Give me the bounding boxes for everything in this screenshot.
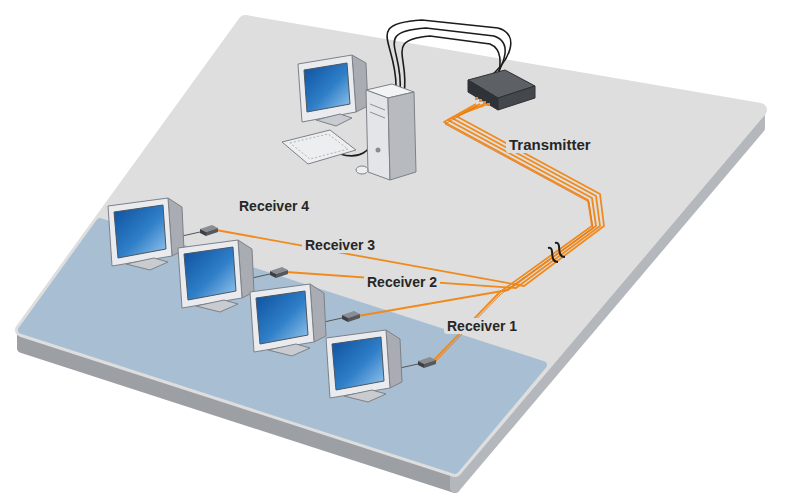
monitor-screen <box>304 63 350 112</box>
break-stroke <box>555 243 565 257</box>
receiver-link <box>324 318 342 322</box>
port <box>475 97 478 100</box>
tower-front <box>366 90 390 180</box>
display-monitor <box>178 240 254 312</box>
transmitter-box <box>468 70 535 110</box>
display-monitor <box>250 284 326 356</box>
receiver-box <box>418 357 436 368</box>
pc-tower <box>366 84 416 180</box>
receiver-link <box>400 364 418 368</box>
port <box>483 101 486 104</box>
drive-bay <box>370 104 385 110</box>
part-label: Receiver 3 <box>302 237 378 253</box>
mouse <box>356 166 368 174</box>
cable-shade <box>435 106 593 362</box>
part-label: Receiver 4 <box>236 198 312 214</box>
monitor-frame <box>298 55 356 122</box>
cable <box>358 104 596 316</box>
break-stroke <box>548 248 558 262</box>
receiver-box <box>342 311 360 322</box>
part-label: Receiver 1 <box>444 318 520 334</box>
platform-top <box>22 22 760 470</box>
keyboard <box>282 130 368 174</box>
display-area <box>22 222 543 470</box>
port <box>487 103 490 106</box>
cable <box>286 104 600 288</box>
cable-shade-line <box>435 106 593 362</box>
transmitter-front <box>468 80 498 110</box>
keys <box>290 134 348 159</box>
keyboard-body <box>282 130 356 164</box>
receiver-link <box>252 274 270 278</box>
part-label: Transmitter <box>506 136 594 153</box>
break-mark <box>548 243 565 262</box>
receiver-box <box>270 267 288 278</box>
monitor-stand <box>316 114 352 126</box>
receiver-link <box>182 232 200 236</box>
pc-monitor <box>298 55 368 126</box>
tower-side <box>388 92 416 180</box>
cable <box>216 104 604 286</box>
display-monitor <box>108 198 184 270</box>
transmitter-side <box>498 86 535 110</box>
port <box>479 99 482 102</box>
power-button <box>376 148 381 153</box>
part-label: Receiver 2 <box>364 274 440 290</box>
video-cables <box>216 104 604 360</box>
drive-bay <box>370 112 385 118</box>
receiver-box <box>200 225 218 236</box>
display-monitor <box>326 330 402 402</box>
